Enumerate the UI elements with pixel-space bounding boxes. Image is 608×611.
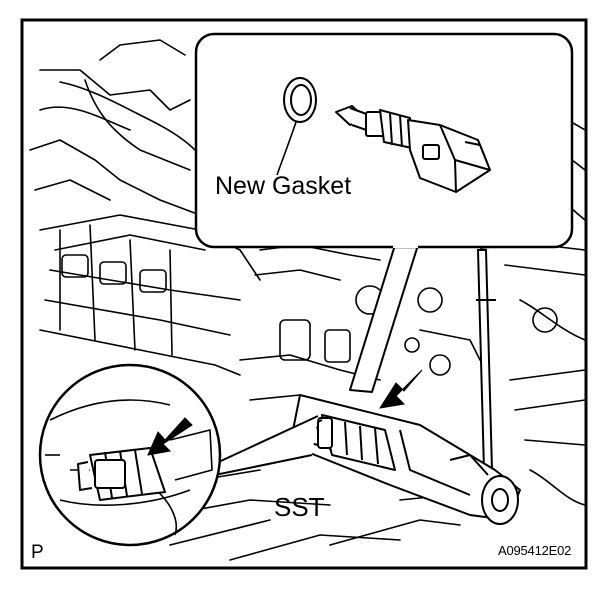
down-arrow-icon: [147, 417, 193, 456]
down-arrow-icon: [378, 369, 423, 409]
new-gasket-label: New Gasket: [215, 172, 352, 200]
figure-code: A095412E02: [498, 543, 572, 558]
magnifier-circle: [38, 363, 222, 547]
temperature-sensor: [335, 105, 491, 193]
gasket-leader-line: [276, 121, 297, 176]
gasket-ring: [283, 77, 317, 123]
sst-label: SST: [274, 492, 325, 522]
callout-pointer: [349, 244, 419, 393]
corner-mark: P: [31, 542, 44, 563]
